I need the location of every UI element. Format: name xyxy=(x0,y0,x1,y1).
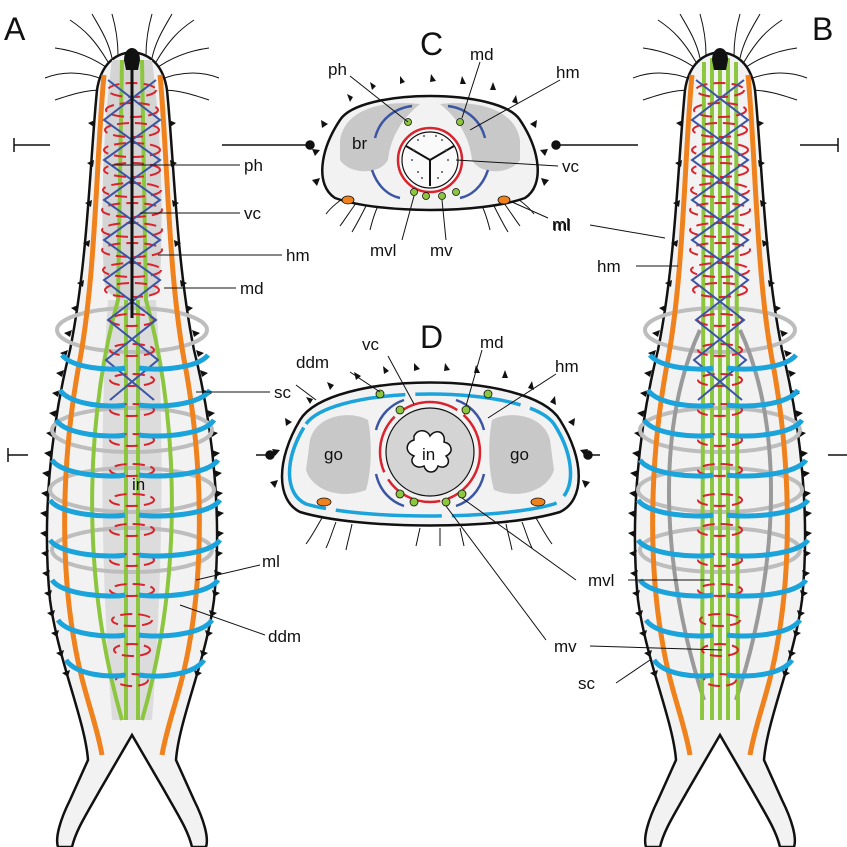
label-a-ddm: ddm xyxy=(268,627,301,646)
section-marker-a-top xyxy=(14,138,50,152)
label-d-hm: hm xyxy=(555,357,579,376)
label-c-br: br xyxy=(352,134,367,153)
label-c-mv: mv xyxy=(430,241,453,260)
label-a-vc: vc xyxy=(244,204,262,223)
label-c-md: md xyxy=(470,45,494,64)
label-a-hm: hm xyxy=(286,246,310,265)
panel-d: D ddm vc md hm go go in xyxy=(256,319,600,640)
label-a-ml: ml xyxy=(262,552,280,571)
label-b-hm: hm xyxy=(597,257,621,276)
label-c-vc: vc xyxy=(562,157,580,176)
mouth-b xyxy=(712,48,728,70)
panel-label-b: B xyxy=(812,11,833,47)
d-ml-right xyxy=(531,498,545,506)
mouth xyxy=(124,48,140,70)
label-b-mvl: mvl xyxy=(588,571,614,590)
label-d-md: md xyxy=(480,333,504,352)
c-ml-right xyxy=(498,196,510,204)
label-c-mvl: mvl xyxy=(370,241,396,260)
label-a-md: md xyxy=(240,279,264,298)
label-c-ml: ml xyxy=(552,215,570,234)
label-c-hm: hm xyxy=(556,63,580,82)
panel-c: C ph md hm br vc ml mvl mv xyxy=(222,26,638,260)
panel-label-a: A xyxy=(4,11,26,47)
label-a-sc: sc xyxy=(274,383,292,402)
label-d-ddm: ddm xyxy=(296,353,329,372)
label-d-go-right: go xyxy=(510,445,529,464)
label-d-in: in xyxy=(422,445,435,464)
label-a-in: in xyxy=(132,475,145,494)
label-b-mv: mv xyxy=(554,637,577,656)
panel-b xyxy=(628,14,847,847)
panel-label-d: D xyxy=(420,319,443,355)
section-marker-b-top xyxy=(800,138,838,152)
d-ml-left xyxy=(317,498,331,506)
c-ml-left xyxy=(342,196,354,204)
label-d-vc: vc xyxy=(362,335,380,354)
label-a-ph: ph xyxy=(244,156,263,175)
label-b-sc: sc xyxy=(578,674,596,693)
label-c-ph: ph xyxy=(328,60,347,79)
section-marker-a-mid xyxy=(8,448,28,462)
label-d-go-left: go xyxy=(324,445,343,464)
panel-a: A ph vc hm md sc in ml ddm xyxy=(4,11,310,847)
panel-label-c: C xyxy=(420,26,443,62)
